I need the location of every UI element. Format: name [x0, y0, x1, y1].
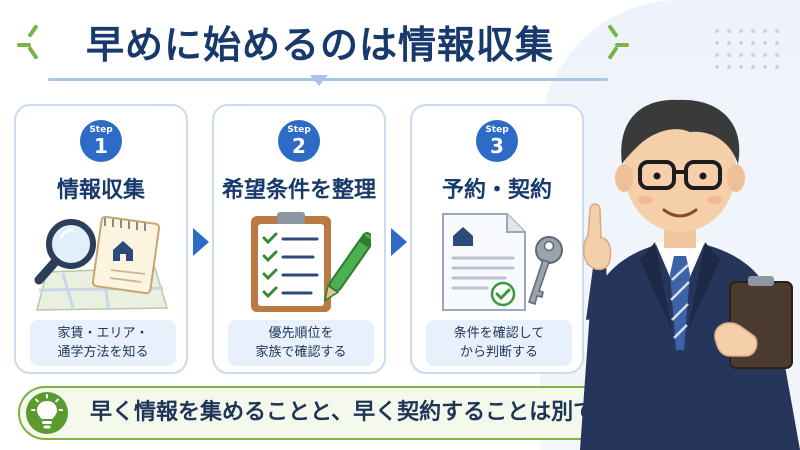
magnifier-icon — [34, 219, 96, 285]
arrow-right-icon — [193, 228, 209, 256]
step-badge: Step 2 — [278, 120, 320, 162]
title-underline-notch — [310, 75, 328, 86]
step-title: 予約・契約 — [441, 178, 552, 203]
summary-text: 早く情報を集めることと、早く契約することは別です — [90, 400, 618, 425]
step-badge-number: 3 — [490, 134, 504, 158]
clipboard-checklist-icon — [251, 212, 331, 312]
step-1-illustration — [34, 215, 169, 311]
step-2-illustration — [251, 212, 371, 312]
step-badge-label: Step — [287, 125, 311, 135]
title-sparkle-right — [600, 24, 630, 60]
step-badge-number: 2 — [292, 134, 306, 158]
decorative-dots — [715, 29, 779, 69]
key-icon — [528, 236, 563, 305]
step-description: 優先順位を 家族で確認する — [228, 320, 374, 366]
summary-banner: 早く情報を集めることと、早く契約することは別です — [18, 386, 674, 440]
check-circle-icon — [490, 281, 516, 307]
step-description-line: 家賃・エリア・ — [57, 326, 149, 341]
step-badge: Step 1 — [80, 120, 122, 162]
page-title: 早めに始めるのは情報収集 — [85, 23, 554, 67]
step-badge-number: 1 — [94, 134, 108, 158]
step-badge-label: Step — [485, 125, 509, 135]
lightbulb-icon — [26, 392, 68, 434]
step-3-illustration — [442, 213, 563, 311]
step-card-3: Step 3 予約・契約 条件を確認して から判断する — [410, 104, 584, 374]
step-badge: Step 3 — [476, 120, 518, 162]
title-underline — [48, 78, 608, 81]
pen-icon — [323, 232, 371, 302]
step-description-line: 優先順位を — [268, 326, 334, 341]
step-title: 情報収集 — [56, 178, 145, 203]
step-title: 希望条件を整理 — [221, 178, 376, 203]
arrow-right-icon — [391, 228, 407, 256]
step-badge-label: Step — [89, 125, 113, 135]
step-description-line: 条件を確認して — [453, 326, 545, 341]
step-description: 条件を確認して から判断する — [426, 320, 572, 366]
businessman-illustration — [580, 99, 800, 450]
step-description-line: 家族で確認する — [255, 345, 347, 360]
notepad-house-icon — [91, 215, 161, 295]
step-description-line: から判断する — [459, 345, 538, 360]
step-card-1: Step 1 情報収集 家賃・エリア・ — [14, 104, 188, 374]
step-description-line: 通学方法を知る — [57, 345, 149, 360]
step-card-2: Step 2 希望条件を整理 優先順位を 家族で確認する — [212, 104, 386, 374]
step-description: 家賃・エリア・ 通学方法を知る — [30, 320, 176, 366]
